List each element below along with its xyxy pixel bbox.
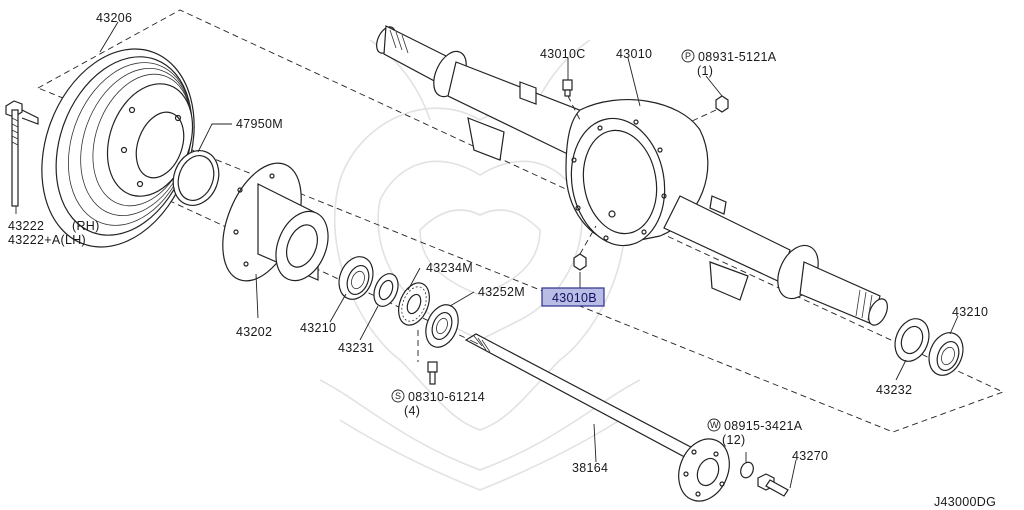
axle-housing bbox=[376, 25, 888, 326]
assembly-boundary bbox=[36, 9, 1005, 433]
label-47950M: 47950M bbox=[236, 117, 283, 131]
label-43210-left: 43210 bbox=[300, 321, 336, 335]
label-08931-qty: (1) bbox=[697, 64, 713, 78]
oil-seal-left bbox=[425, 304, 459, 348]
label-08931-5121A: 08931-5121A bbox=[698, 50, 777, 64]
o-ring bbox=[172, 150, 220, 206]
label-43234M: 43234M bbox=[426, 261, 473, 275]
label-43232: 43232 bbox=[876, 383, 912, 397]
highlight-43010B[interactable] bbox=[541, 287, 605, 307]
leader-lines bbox=[15, 21, 959, 489]
label-43222: 43222 bbox=[8, 219, 44, 233]
label-43231: 43231 bbox=[338, 341, 374, 355]
axle-shaft bbox=[464, 333, 730, 502]
circled-letter-p bbox=[681, 49, 695, 63]
wheel-bearing-left bbox=[338, 256, 374, 300]
label-08310-letter: S bbox=[395, 391, 401, 401]
shaft-bolt bbox=[757, 473, 789, 497]
oil-seal-right bbox=[894, 318, 930, 362]
label-08915-qty: (12) bbox=[722, 433, 745, 447]
wheel-bolt bbox=[5, 100, 39, 207]
drain-plug bbox=[573, 225, 597, 271]
hub-bolt bbox=[417, 330, 438, 385]
bearing-spacer bbox=[373, 273, 399, 307]
watermark-emblem bbox=[319, 39, 641, 491]
label-43222-rh: (RH) bbox=[72, 219, 100, 233]
shaft-washer bbox=[740, 461, 754, 479]
label-43010B[interactable]: 43010B bbox=[552, 291, 597, 305]
lock-washer bbox=[398, 282, 430, 326]
circled-letter-w bbox=[707, 418, 721, 432]
wheel-hub bbox=[222, 162, 329, 282]
label-08931-letter: P bbox=[685, 51, 691, 61]
label-43206: 43206 bbox=[96, 11, 132, 25]
filler-plug bbox=[689, 95, 729, 123]
label-38164: 38164 bbox=[572, 461, 608, 475]
label-43270: 43270 bbox=[792, 449, 828, 463]
label-43202: 43202 bbox=[236, 325, 272, 339]
wheel-bearing-right bbox=[928, 332, 964, 376]
label-43252M: 43252M bbox=[478, 285, 525, 299]
label-08915-3421A: 08915-3421A bbox=[724, 419, 803, 433]
breather-plug bbox=[562, 79, 581, 121]
label-08310-61214: 08310-61214 bbox=[408, 390, 485, 404]
label-08310-qty: (4) bbox=[404, 404, 420, 418]
brake-drum bbox=[41, 48, 195, 248]
label-43210-right: 43210 bbox=[952, 305, 988, 319]
label-43010C: 43010C bbox=[540, 47, 586, 61]
diagram-id: J43000DG bbox=[934, 495, 996, 509]
label-08915-letter: W bbox=[710, 420, 719, 430]
label-43010: 43010 bbox=[616, 47, 652, 61]
label-43222a-lh: 43222+A(LH) bbox=[8, 233, 86, 247]
circled-letter-s bbox=[391, 389, 405, 403]
